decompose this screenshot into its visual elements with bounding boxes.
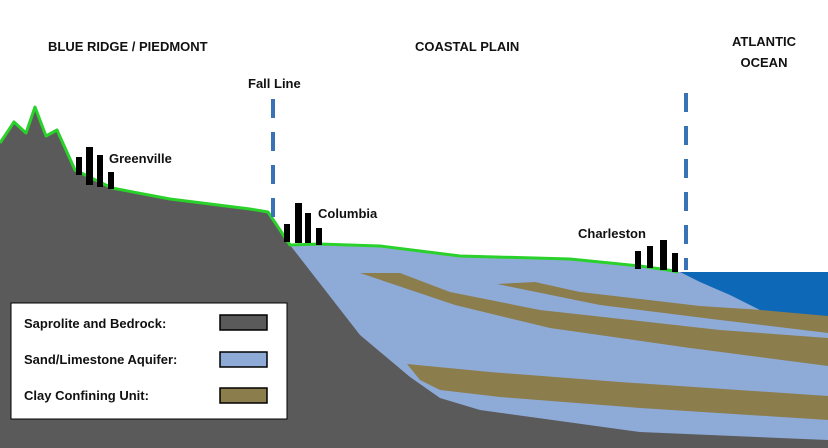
region-label-atlantic: ATLANTIC (732, 34, 797, 49)
legend-label-aquifer: Sand/Limestone Aquifer: (24, 352, 177, 367)
legend-label-bedrock: Saprolite and Bedrock: (24, 316, 166, 331)
legend-swatch-aquifer (219, 351, 268, 368)
city-label-charleston: Charleston (578, 226, 646, 241)
city-label-columbia: Columbia (318, 206, 378, 221)
charleston-buildings-icon (635, 240, 678, 272)
columbia-buildings-icon (284, 203, 322, 245)
clay-band-2 (497, 282, 828, 333)
legend-label-clay: Clay Confining Unit: (24, 388, 149, 403)
clay-band-3 (407, 364, 828, 420)
ocean (680, 272, 828, 316)
legend-swatch-bedrock (219, 314, 268, 331)
region-label-coastal-plain: COASTAL PLAIN (415, 39, 519, 54)
greenville-buildings-icon (76, 147, 114, 189)
clay-band-1 (360, 273, 828, 366)
land-surface-line (0, 105, 679, 274)
legend: Saprolite and Bedrock: Sand/Limestone Aq… (10, 302, 288, 420)
region-label-ocean: OCEAN (741, 55, 788, 70)
region-label-blue-ridge: BLUE RIDGE / PIEDMONT (48, 39, 208, 54)
legend-swatch-clay (219, 387, 268, 404)
fall-line-label: Fall Line (248, 76, 301, 91)
city-label-greenville: Greenville (109, 151, 172, 166)
